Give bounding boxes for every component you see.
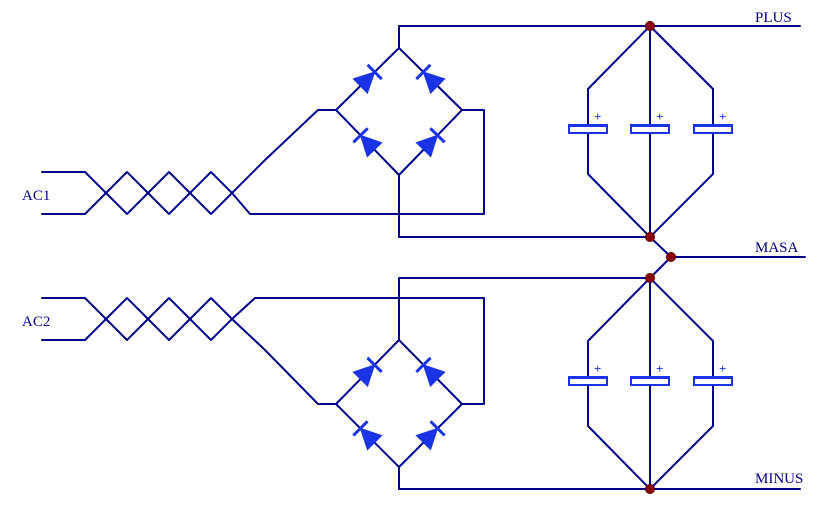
diode-0 <box>352 63 383 95</box>
junction-node-3 <box>645 273 655 283</box>
wires <box>41 25 806 490</box>
junction-node-1 <box>645 232 655 242</box>
svg-text:+: + <box>656 109 663 124</box>
svg-text:+: + <box>594 109 601 124</box>
wire-14 <box>41 297 337 405</box>
diode-5 <box>415 356 446 388</box>
wire-19 <box>587 384 651 490</box>
junction-node-0 <box>645 21 655 31</box>
wire-2 <box>335 47 463 176</box>
wire-6 <box>587 132 651 238</box>
svg-text:+: + <box>594 361 601 376</box>
svg-text:+: + <box>719 361 726 376</box>
label-ac1: AC1 <box>22 188 50 204</box>
wire-15 <box>335 339 463 468</box>
label-plus: PLUS <box>755 10 792 26</box>
svg-text:+: + <box>719 109 726 124</box>
wire-9 <box>649 25 714 126</box>
wire-17 <box>398 466 801 490</box>
diode-7 <box>415 420 446 451</box>
capacitor-1: + <box>630 109 670 134</box>
wire-5 <box>587 25 651 126</box>
diode-1 <box>415 63 446 95</box>
wire-1 <box>41 109 337 215</box>
capacitor-3: + <box>568 361 608 386</box>
capacitors: + + + + + + <box>568 109 733 386</box>
junction-node-4 <box>645 484 655 494</box>
label-minus: MINUS <box>755 471 803 487</box>
diode-3 <box>415 127 446 158</box>
label-ac2: AC2 <box>22 314 50 330</box>
wire-16 <box>398 277 651 341</box>
wire-13 <box>41 297 485 405</box>
wire-4 <box>398 174 651 238</box>
wire-22 <box>649 277 714 378</box>
diode-6 <box>352 420 383 451</box>
capacitor-0: + <box>568 109 608 134</box>
wire-18 <box>587 277 651 378</box>
junction-node-2 <box>666 252 676 262</box>
wire-23 <box>649 384 714 490</box>
diodes <box>352 63 446 451</box>
label-masa: MASA <box>755 240 799 256</box>
diode-4 <box>352 356 383 388</box>
wire-3 <box>398 25 801 49</box>
svg-text:+: + <box>656 361 663 376</box>
capacitor-2: + <box>693 109 733 134</box>
capacitor-5: + <box>693 361 733 386</box>
junction-nodes <box>645 21 676 494</box>
diode-2 <box>352 127 383 158</box>
capacitor-4: + <box>630 361 670 386</box>
wire-10 <box>649 132 714 238</box>
